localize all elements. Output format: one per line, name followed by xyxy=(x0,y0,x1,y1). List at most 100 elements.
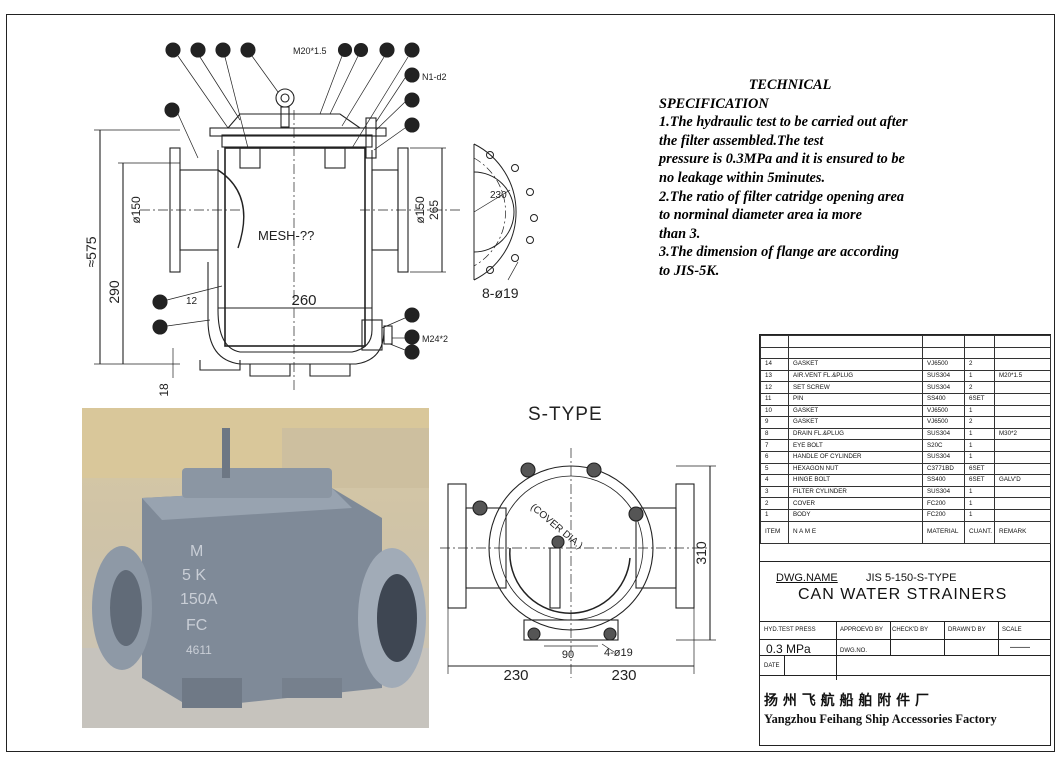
callout-4: 4 xyxy=(375,67,420,123)
bom-cell: M30*2 xyxy=(994,427,1051,441)
callout-9b: 9 xyxy=(381,307,420,329)
callout-8: 8 xyxy=(392,329,420,345)
dim-230-left: 230 xyxy=(503,667,528,684)
bom-cell: SUS304 xyxy=(922,369,965,383)
callout-6: 6 xyxy=(215,42,249,149)
bom-cell: SUS304 xyxy=(922,427,965,441)
bom-cell: VJ6500 xyxy=(922,416,965,429)
callouts: 15 2 6 7 M20*1.5 13 14 9 12 4 N1-d2 5 11… xyxy=(152,42,448,360)
bom-cell xyxy=(994,485,1051,499)
scale-value: —— xyxy=(1010,642,1030,653)
s-type-top-view: (COVER DIA.) 310 230 230 90 4-ø19 xyxy=(440,448,716,684)
callout-13: 13 xyxy=(319,42,353,115)
bom-header-cell: ITEM xyxy=(760,520,789,544)
bom-cell: HEXAGON NUT xyxy=(788,462,923,476)
callout-5: 5 xyxy=(375,92,420,131)
company-name-en: Yangzhou Feihang Ship Accessories Factor… xyxy=(764,712,997,726)
dwg-code: JIS 5-150-S-TYPE xyxy=(866,572,957,584)
bom-cell: FC200 xyxy=(922,497,965,510)
svg-text:14: 14 xyxy=(406,347,418,359)
bom-cell: 7 xyxy=(760,439,789,452)
bom-cell: 14 xyxy=(760,358,789,371)
bom-cell: VJ6500 xyxy=(922,404,965,418)
bom-cell: 2 xyxy=(964,416,995,429)
dim-310: 310 xyxy=(693,541,709,565)
spec-line: no leakage within 5minutes. xyxy=(659,169,826,186)
bom-cell: SET SCREW xyxy=(788,381,923,394)
bom-cell: 6SET xyxy=(964,392,995,406)
bom-cell xyxy=(994,450,1051,464)
bom-cell: 1 xyxy=(964,508,995,522)
flange-bolt-holes xyxy=(486,151,538,274)
spec-line: 2.The ratio of filter catridge opening a… xyxy=(659,188,905,205)
scale-label: SCALE xyxy=(1002,627,1022,633)
bom-cell: FC200 xyxy=(922,508,965,522)
bom-cell: GALV'D xyxy=(994,474,1051,487)
bom-cell: GASKET xyxy=(788,404,923,418)
dim-290: 290 xyxy=(106,162,180,364)
right-flange: ø150 265 xyxy=(360,147,460,273)
bom-cell: GASKET xyxy=(788,416,923,429)
bom-header-cell: REMARK xyxy=(994,520,1051,544)
bom-cell xyxy=(994,416,1051,429)
flange-pcd: 230 xyxy=(490,190,507,201)
bom-cell xyxy=(994,497,1051,510)
bom-cell: 2 xyxy=(964,381,995,394)
spec-title-2: SPECIFICATION xyxy=(659,95,769,112)
bom-cell: 10 xyxy=(760,404,789,418)
bom-cell: PIN xyxy=(788,392,923,406)
svg-text:11: 11 xyxy=(406,120,417,132)
cast-text-5k: 5 K xyxy=(182,567,206,584)
bom-cell: 5 xyxy=(760,462,789,476)
technical-specification: TECHNICAL SPECIFICATION 1.The hydraulic … xyxy=(659,76,989,281)
date-label: DATE xyxy=(764,663,780,669)
bom-cell: 1 xyxy=(964,450,995,464)
bom-cell: 1 xyxy=(964,497,995,510)
callout-1: 1 xyxy=(152,319,211,335)
test-press-value: 0.3 MPa xyxy=(766,642,811,656)
bom-header-cell: N A M E xyxy=(788,520,923,544)
bom-cell: GASKET xyxy=(788,358,923,371)
spec-title-1: TECHNICAL xyxy=(748,77,832,93)
dwg-no-label: DWG.NO. xyxy=(840,648,867,654)
bom-cell: 2 xyxy=(964,358,995,371)
bom-cell: EYE BOLT xyxy=(788,439,923,452)
bom-cell: 8 xyxy=(760,427,789,441)
bom-empty-row xyxy=(760,335,1051,348)
cast-text-4611: 4611 xyxy=(186,643,212,657)
thread-drain: M24*2 xyxy=(422,334,448,344)
drawn-label: DRAWN'D BY xyxy=(948,627,986,633)
callout-3: 3 xyxy=(152,285,223,310)
bom-header-cell: MATERIAL xyxy=(922,520,965,544)
dim-90: 90 xyxy=(562,649,574,661)
bom-cell: 12 xyxy=(760,381,789,394)
bom-cell: 1 xyxy=(964,439,995,452)
dwg-name-block: DWG.NAME JIS 5-150-S-TYPE CAN WATER STRA… xyxy=(760,561,1050,622)
cast-text-fc: FC xyxy=(186,617,207,634)
bom-cell xyxy=(994,381,1051,394)
left-flange: ø150 xyxy=(129,147,240,273)
svg-text:15: 15 xyxy=(167,45,179,57)
bom-cell xyxy=(994,358,1051,371)
svg-text:12: 12 xyxy=(406,45,418,57)
bom-cell: AIR.VENT FL.&PLUG xyxy=(788,369,923,383)
s-type-bolts xyxy=(472,462,644,641)
svg-text:9: 9 xyxy=(409,310,415,322)
flange-half-view: 230 8-ø19 xyxy=(473,143,538,301)
strainer-section-view: ≈575 290 18 ø150 xyxy=(83,42,460,397)
bom-cell: M20*1.5 xyxy=(994,369,1051,383)
strainer-photo-illustration: M 5 K 150A FC 4611 xyxy=(82,408,429,728)
